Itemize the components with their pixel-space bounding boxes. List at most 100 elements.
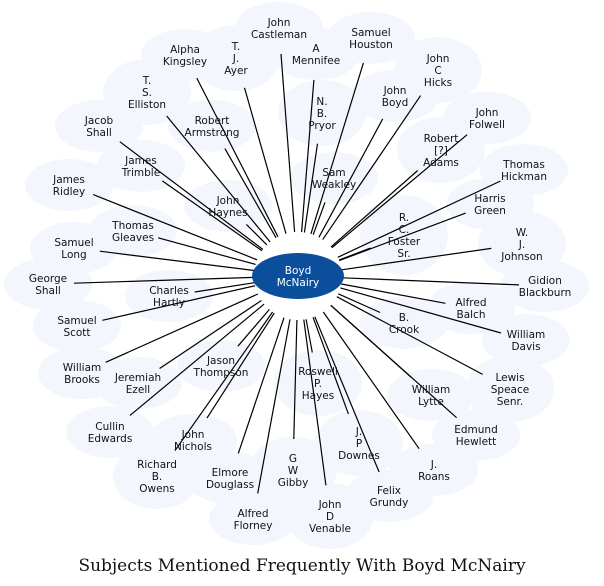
edge-james-trimble bbox=[161, 180, 263, 252]
edge-samuel-long bbox=[99, 250, 255, 272]
edge-sam-weakley bbox=[312, 202, 326, 235]
edge-elmore-douglass bbox=[237, 317, 285, 454]
edge-lewis-speace-senr bbox=[336, 296, 483, 375]
edge-robert-adams bbox=[330, 170, 419, 248]
edge-john-haynes bbox=[245, 223, 268, 246]
node-t-s-elliston[interactable]: T.S.Elliston bbox=[128, 75, 166, 111]
node-background-j-p-downes bbox=[315, 410, 403, 476]
edge-edmund-hewlett bbox=[330, 304, 457, 419]
node-background-george-shall bbox=[4, 258, 92, 310]
edge-william-davis bbox=[340, 287, 502, 334]
edge-robert-armstrong bbox=[224, 148, 277, 239]
edge-william-brooks bbox=[105, 293, 259, 363]
diagram-title: Subjects Mentioned Frequently With Boyd … bbox=[78, 556, 526, 576]
node-background-jacob-shall bbox=[55, 100, 143, 152]
edge-b-crook bbox=[337, 293, 381, 314]
node-j-roans[interactable]: J.Roans bbox=[418, 459, 450, 483]
node-w-j-johnson[interactable]: W.J.Johnson bbox=[500, 227, 542, 263]
node-background-lewis-speace-senr bbox=[466, 356, 554, 422]
edge-jacob-shall bbox=[119, 141, 264, 250]
edge-layer bbox=[73, 53, 520, 494]
node-background-r-c-foster-sr bbox=[360, 195, 448, 275]
node-background-alfred-balch bbox=[427, 282, 515, 334]
node-b-crook[interactable]: B.Crook bbox=[389, 312, 420, 336]
node-n-b-pryor[interactable]: N.B.Pryor bbox=[308, 96, 336, 132]
node-background-alfred-florney bbox=[209, 493, 297, 545]
node-background-john-boyd bbox=[351, 70, 439, 122]
node-background-james-trimble bbox=[97, 140, 185, 192]
node-background-n-b-pryor bbox=[278, 80, 366, 146]
edge-alfred-florney bbox=[257, 319, 291, 494]
node-robert-adams[interactable]: Robert[?]Adams bbox=[423, 133, 459, 169]
edge-j-roans bbox=[322, 311, 420, 450]
edge-g-w-gibby bbox=[293, 319, 298, 440]
edge-roswell-p-hayes bbox=[305, 319, 313, 353]
edge-john-castleman bbox=[280, 53, 296, 233]
edge-j-p-downes bbox=[312, 317, 349, 415]
edge-john-nichols bbox=[206, 312, 275, 419]
edge-charles-hartly bbox=[194, 282, 255, 293]
node-background-layer bbox=[4, 2, 589, 549]
node-background-jeremiah-ezell bbox=[94, 357, 182, 409]
edge-samuel-houston bbox=[310, 62, 364, 235]
node-t-j-ayer[interactable]: T.J.Ayer bbox=[224, 41, 248, 77]
edge-a-mennifee bbox=[301, 79, 315, 233]
edge-alfred-balch bbox=[341, 283, 446, 304]
node-background-john-d-venable bbox=[286, 483, 374, 549]
edge-gidion-blackburn bbox=[341, 277, 520, 286]
node-background-a-mennifee bbox=[272, 28, 360, 80]
edge-john-boyd bbox=[318, 118, 384, 238]
node-background-robert-adams bbox=[397, 117, 485, 183]
edge-samuel-scott bbox=[102, 285, 256, 321]
node-background-james-ridley bbox=[25, 159, 113, 211]
edge-n-b-pryor bbox=[303, 143, 319, 233]
edge-john-d-venable bbox=[303, 319, 327, 486]
edge-r-c-foster-sr bbox=[338, 247, 371, 261]
edge-thomas-gleaves bbox=[157, 237, 256, 265]
node-background-samuel-scott bbox=[33, 300, 121, 352]
